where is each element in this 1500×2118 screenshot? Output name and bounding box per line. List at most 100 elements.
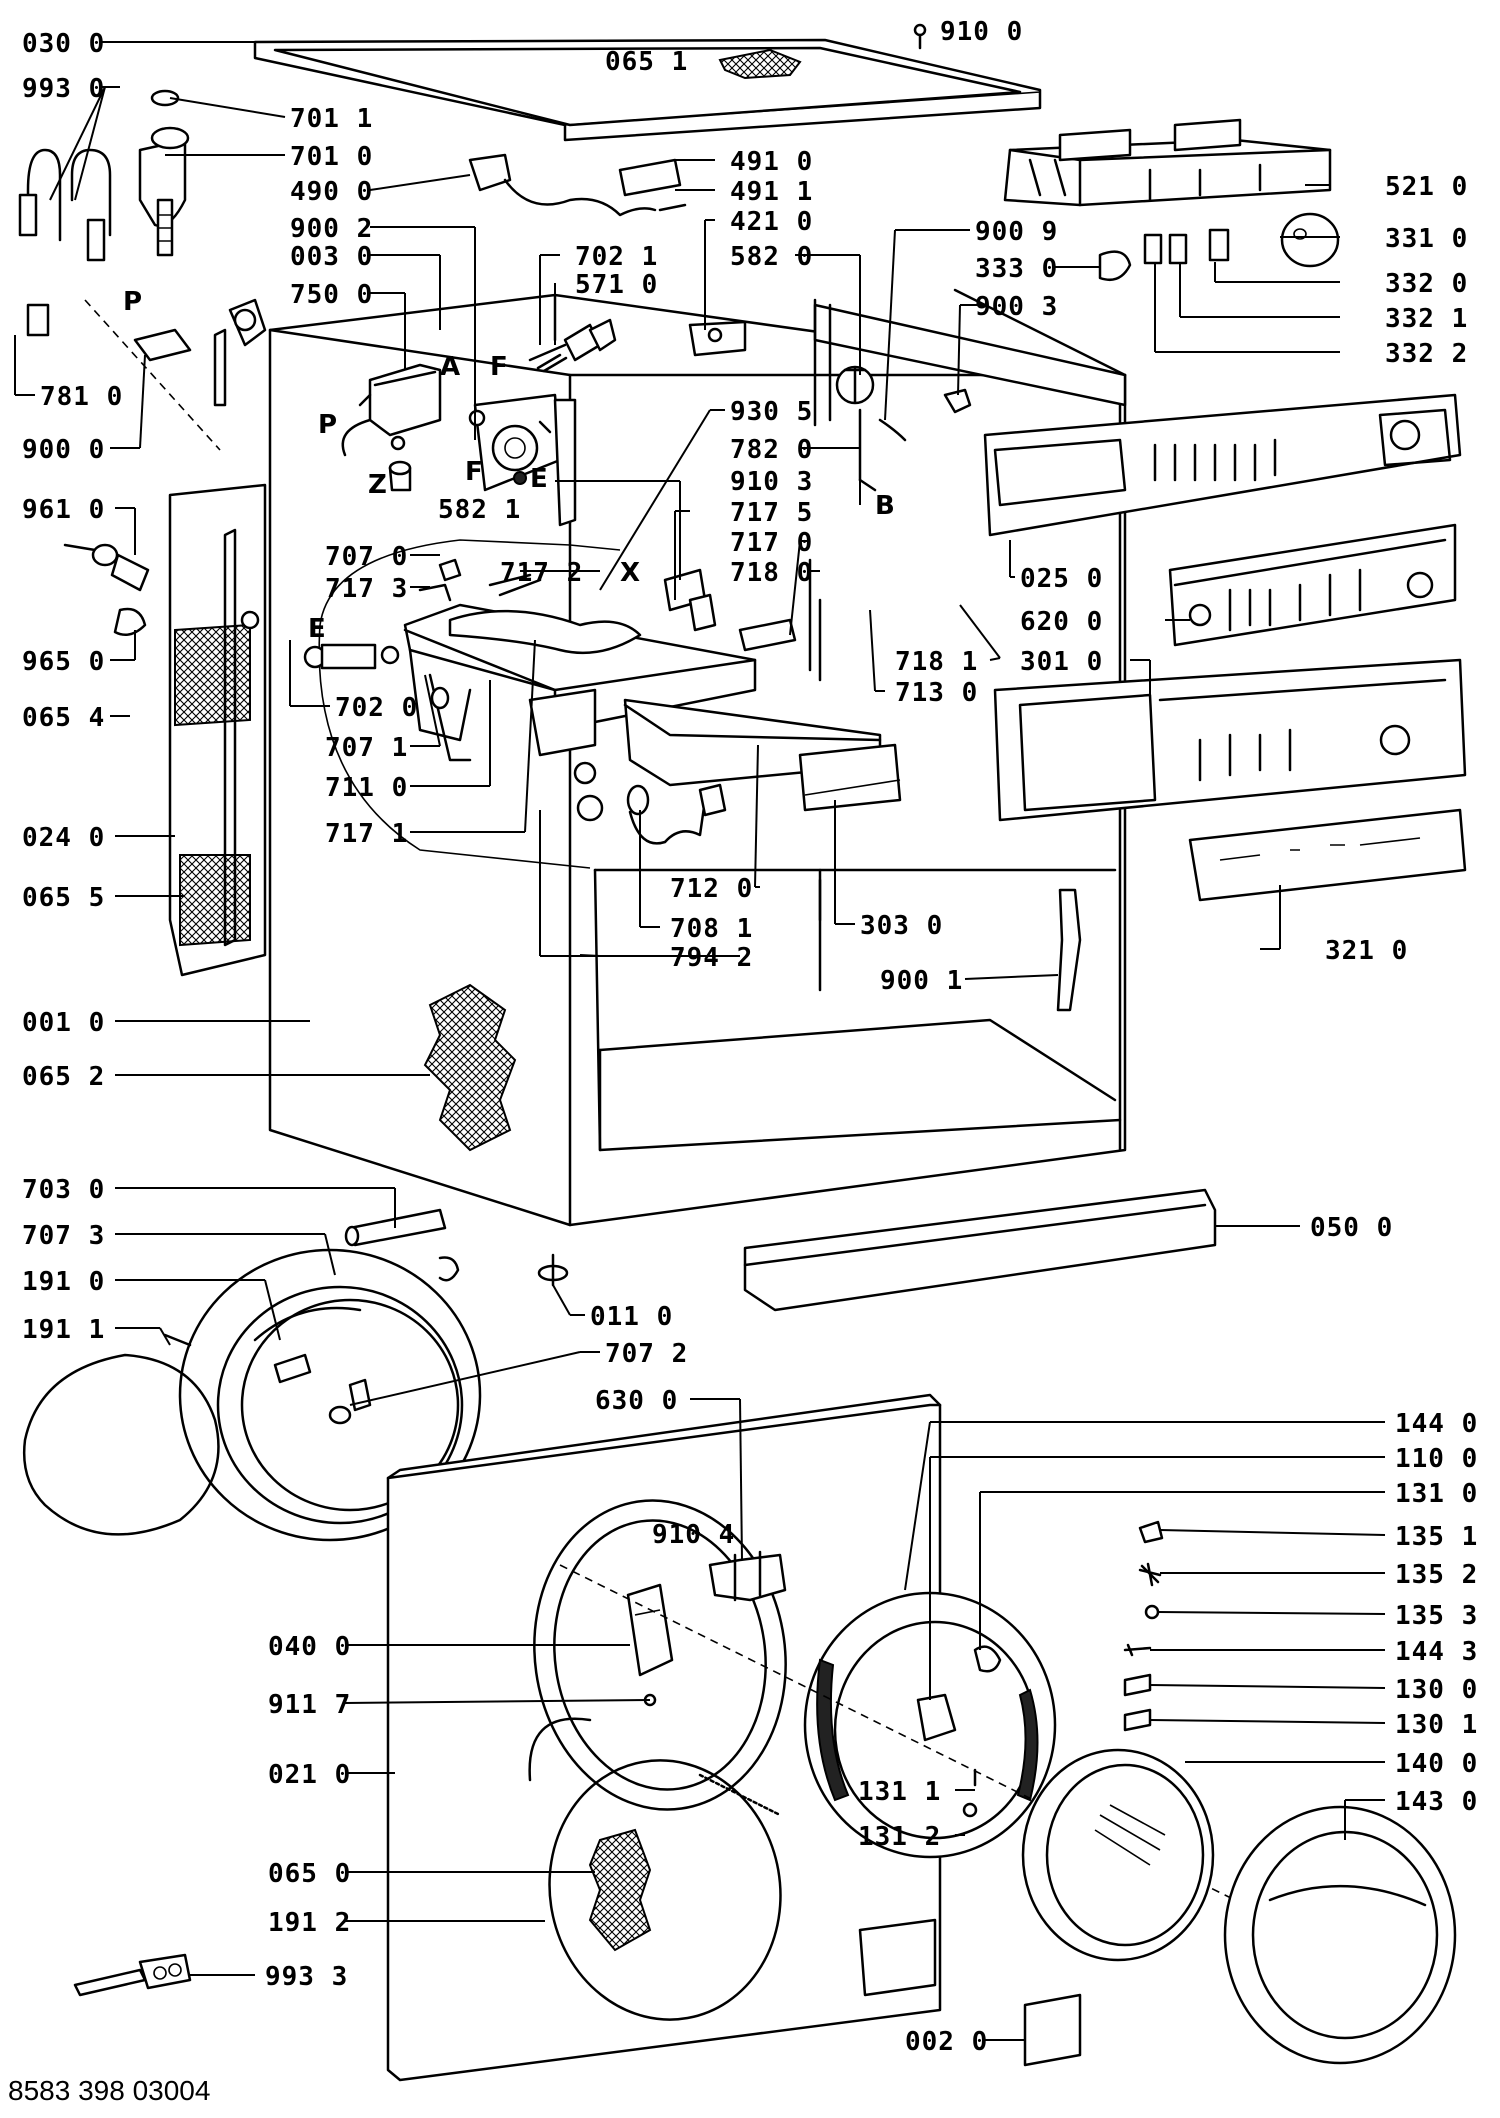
callout-900-2: 900 2 <box>290 214 373 244</box>
kick-panel <box>743 1188 1217 1312</box>
callout-781-0: 781 0 <box>40 382 123 412</box>
callout-002-0: 002 0 <box>905 2027 988 2057</box>
callout-701-0: 701 0 <box>290 142 373 172</box>
letter-Z: Z <box>368 470 387 500</box>
callout-065-4: 065 4 <box>22 703 105 733</box>
callout-571-0: 571 0 <box>575 270 658 300</box>
callout-110-0: 110 0 <box>1395 1444 1478 1474</box>
callout-490-0: 490 0 <box>290 177 373 207</box>
letter-B: B <box>875 491 895 521</box>
callout-143-0: 143 0 <box>1395 1787 1478 1817</box>
letter-F-mid: F <box>465 457 483 487</box>
callout-717-2: 717 2 <box>500 558 583 588</box>
letter-markers: P A F P F E Z B X E <box>123 287 895 644</box>
callout-965-0: 965 0 <box>22 647 105 677</box>
callout-782-0: 782 0 <box>730 435 813 465</box>
callout-910-4: 910 4 <box>652 1520 735 1550</box>
callout-910-0: 910 0 <box>940 17 1023 47</box>
small-parts-right <box>1123 1520 1164 1732</box>
control-module-5210 <box>1003 118 1332 207</box>
callout-024-0: 024 0 <box>22 823 105 853</box>
foot-011 <box>537 1253 569 1287</box>
inlet-hoses <box>18 89 190 337</box>
callout-135-2: 135 2 <box>1395 1560 1478 1590</box>
inlet-solenoid <box>528 318 617 373</box>
callout-321-0: 321 0 <box>1325 936 1408 966</box>
label-plate <box>1023 1993 1082 2067</box>
callout-135-3: 135 3 <box>1395 1601 1478 1631</box>
door-latch-900-1 <box>1056 888 1082 1012</box>
callout-930-5: 930 5 <box>730 397 813 427</box>
callout-711-0: 711 0 <box>325 773 408 803</box>
callout-900-0: 900 0 <box>22 435 105 465</box>
callout-630-0: 630 0 <box>595 1386 678 1416</box>
callout-707-0: 707 0 <box>325 542 408 572</box>
callout-701-1: 701 1 <box>290 104 373 134</box>
callout-421-0: 421 0 <box>730 207 813 237</box>
callout-191-0: 191 0 <box>22 1267 105 1297</box>
callout-191-1: 191 1 <box>22 1315 105 1345</box>
callout-144-3: 144 3 <box>1395 1637 1478 1667</box>
callout-135-1: 135 1 <box>1395 1522 1478 1552</box>
callout-030-0: 030 0 <box>22 29 105 59</box>
callout-750-0: 750 0 <box>290 280 373 310</box>
callout-331-0: 331 0 <box>1385 224 1468 254</box>
callout-131-1: 131 1 <box>858 1777 941 1807</box>
callout-001-0: 001 0 <box>22 1008 105 1038</box>
screw-top <box>913 23 927 50</box>
callout-718-1: 718 1 <box>895 647 978 677</box>
callout-130-0: 130 0 <box>1395 1675 1478 1705</box>
callout-491-1: 491 1 <box>730 177 813 207</box>
letter-E-top: E <box>530 464 548 494</box>
callout-011-0: 011 0 <box>590 1302 673 1332</box>
callout-993-0: 993 0 <box>22 74 105 104</box>
callout-131-2: 131 2 <box>858 1822 941 1852</box>
board-620 <box>1168 523 1457 647</box>
wiring-harness <box>468 153 747 357</box>
letter-E-left: E <box>308 614 326 644</box>
inlet-pipe <box>213 298 267 407</box>
letter-P-mid: P <box>318 410 337 440</box>
callout-582-0: 582 0 <box>730 242 813 272</box>
knobs-switches <box>1098 212 1340 282</box>
callout-717-1: 717 1 <box>325 819 408 849</box>
callout-301-0: 301 0 <box>1020 647 1103 677</box>
callout-900-3: 900 3 <box>975 292 1058 322</box>
spanner-tool <box>73 1953 192 1997</box>
inner-disc <box>548 1759 782 2021</box>
callout-707-2: 707 2 <box>605 1339 688 1369</box>
callout-131-0: 131 0 <box>1395 1479 1478 1509</box>
dispenser <box>303 539 902 869</box>
back-panel <box>168 483 267 977</box>
footer-part-code: 8583 398 03004 <box>8 2075 210 2106</box>
letter-P-top: P <box>123 287 142 317</box>
callout-900-9: 900 9 <box>975 217 1058 247</box>
callout-794-2: 794 2 <box>670 943 753 973</box>
callout-140-0: 140 0 <box>1395 1749 1478 1779</box>
callout-303-0: 303 0 <box>860 911 943 941</box>
front-panel-021 <box>386 1393 942 2082</box>
callout-332-1: 332 1 <box>1385 304 1468 334</box>
callout-717-3: 717 3 <box>325 574 408 604</box>
callout-900-1: 900 1 <box>880 966 963 996</box>
panel-025 <box>983 393 1462 537</box>
callout-521-0: 521 0 <box>1385 172 1468 202</box>
callout-582-1: 582 1 <box>438 495 521 525</box>
letter-A: A <box>440 352 460 382</box>
callout-144-0: 144 0 <box>1395 1409 1478 1439</box>
hose-clamp <box>84 299 221 451</box>
callout-707-1: 707 1 <box>325 733 408 763</box>
callout-332-2: 332 2 <box>1385 339 1468 369</box>
callout-703-0: 703 0 <box>22 1175 105 1205</box>
callout-717-5: 717 5 <box>730 498 813 528</box>
callout-708-1: 708 1 <box>670 914 753 944</box>
callout-993-3: 993 3 <box>265 1962 348 1992</box>
callout-065-5: 065 5 <box>22 883 105 913</box>
callout-065-1: 065 1 <box>605 47 688 77</box>
letter-X: X <box>620 558 640 588</box>
fittings-left <box>63 543 150 637</box>
callout-961-0: 961 0 <box>22 495 105 525</box>
clamp-wire <box>23 1333 220 1536</box>
front-panel-301 <box>993 658 1467 822</box>
